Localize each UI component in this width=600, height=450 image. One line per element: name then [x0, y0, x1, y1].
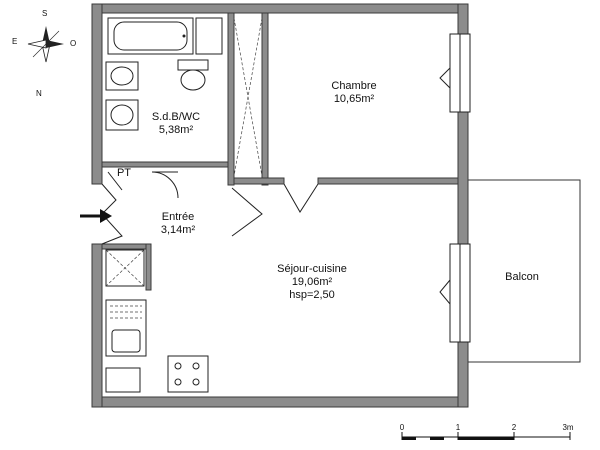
compass-east-label: E [12, 37, 17, 46]
cooktop [167, 355, 209, 393]
compass-south-label: S [42, 9, 47, 18]
compass-rose: S E O N [12, 9, 76, 98]
storage-unit [195, 17, 223, 55]
room-name-placard: PT [117, 167, 131, 179]
sink-upper [105, 61, 139, 91]
scale-tick-0: 0 [400, 423, 405, 432]
room-area-chambre: 10,65m² [334, 93, 375, 105]
entry-arrow [80, 209, 112, 223]
fridge [105, 367, 141, 393]
windows [439, 33, 471, 343]
sink-lower [105, 99, 139, 131]
kitchen-sink [105, 299, 147, 357]
room-name-balcon: Balcon [505, 271, 539, 283]
scale-tick-2: 2 [512, 423, 517, 432]
entry-cupboard [105, 249, 145, 287]
scale-tick-3: 3m [562, 423, 573, 432]
room-area-sejour: 19,06m² [292, 276, 333, 288]
room-name-sejour: Séjour-cuisine [277, 263, 347, 275]
outer-walls [91, 3, 469, 408]
room-name-sdb: S.d.B/WC [152, 111, 200, 123]
room-name-chambre: Chambre [331, 80, 376, 92]
room-name-entree: Entrée [162, 211, 194, 223]
room-area-entree: 3,14m² [161, 224, 196, 236]
toilet [177, 59, 209, 91]
compass-north-label: N [36, 89, 42, 98]
room-height-sejour: hsp=2,50 [289, 289, 335, 301]
compass-west-label: O [70, 39, 76, 48]
scale-bar: 0 1 2 3m [400, 423, 574, 440]
doors [101, 171, 319, 245]
wardrobe [233, 17, 263, 177]
room-area-sdb: 5,38m² [159, 124, 194, 136]
scale-tick-1: 1 [456, 423, 461, 432]
bathtub [107, 17, 194, 55]
interior-walls [101, 12, 459, 291]
